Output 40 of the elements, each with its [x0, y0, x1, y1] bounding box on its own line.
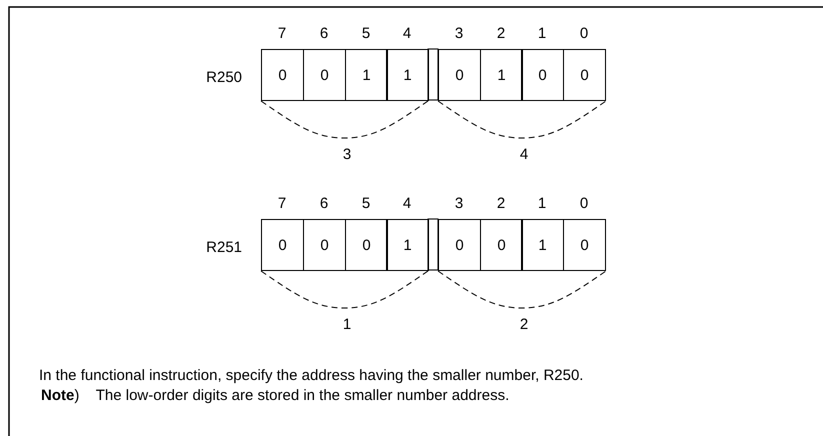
bit-number: 6 [320, 196, 328, 210]
bcd-digit: 1 [342, 316, 352, 332]
bit-cell: 0 [345, 219, 388, 271]
bit-cell: 0 [480, 219, 523, 271]
register-name: R251 [206, 240, 242, 254]
bit-number: 7 [278, 196, 286, 210]
bcd-digit: 3 [342, 146, 352, 162]
bit-number: 7 [278, 26, 286, 40]
bit-number: 4 [402, 26, 412, 40]
bit-cell: 1 [345, 49, 388, 101]
bit-number: 5 [362, 26, 370, 40]
bit-cell: 1 [521, 219, 564, 271]
bit-number: 0 [580, 196, 588, 210]
bit-cell: 0 [261, 49, 304, 101]
bit-number: 2 [496, 196, 506, 210]
bit-number: 6 [320, 26, 328, 40]
bit-number: 3 [454, 196, 464, 210]
note-text: In the functional instruction, specify the address having the smaller number, R250. [39, 368, 584, 383]
bit-number: 3 [454, 26, 464, 40]
bit-cell: 0 [438, 49, 481, 101]
bit-cell: 0 [261, 219, 304, 271]
bit-number: 0 [580, 26, 588, 40]
bit-number: 1 [538, 196, 546, 210]
bit-cell: 0 [438, 219, 481, 271]
bit-number: 4 [402, 196, 412, 210]
register-name: R250 [206, 70, 242, 84]
bit-cell: 0 [521, 49, 564, 101]
bit-cell: 0 [303, 219, 346, 271]
bcd-digit: 4 [520, 146, 528, 162]
bcd-digit: 2 [520, 316, 528, 332]
bit-cell: 1 [480, 49, 523, 101]
bit-cell: 1 [386, 49, 429, 101]
bit-cell: 1 [386, 219, 429, 271]
bit-number: 1 [538, 26, 546, 40]
bit-cell: 0 [563, 49, 606, 101]
bit-cell: 0 [303, 49, 346, 101]
bit-number: 2 [496, 26, 506, 40]
note-text: Note) The low-order digits are stored in the smaller number address. [41, 388, 510, 403]
bit-cell: 0 [563, 219, 606, 271]
bit-number: 5 [362, 196, 370, 210]
